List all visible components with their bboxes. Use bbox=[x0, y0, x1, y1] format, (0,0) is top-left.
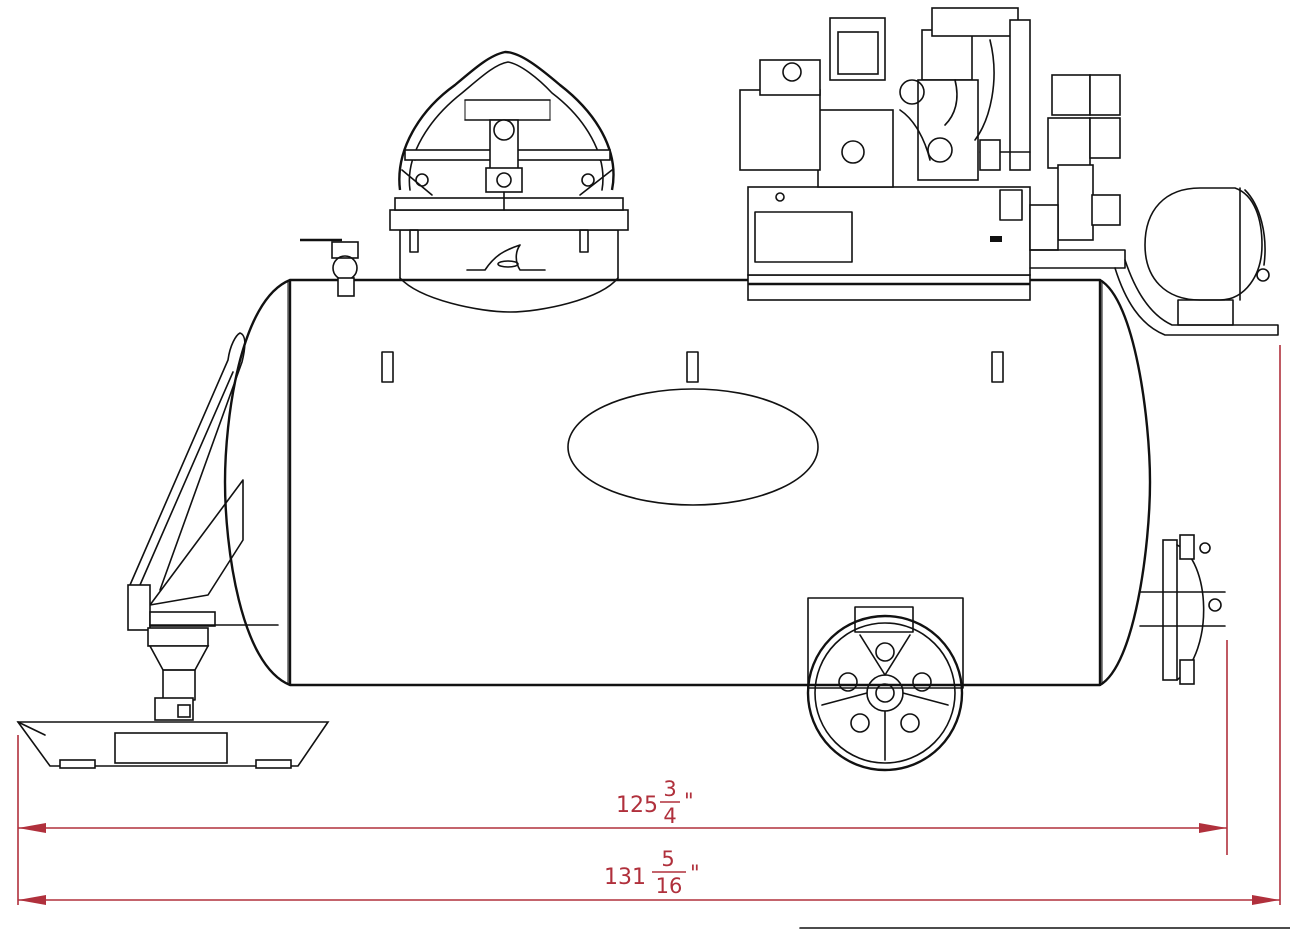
tank-lugs bbox=[381, 351, 1004, 383]
outer-dimension-whole: 131 bbox=[604, 865, 646, 890]
inner-dimension-numerator: 3 bbox=[663, 777, 676, 801]
ball-valve bbox=[300, 238, 359, 297]
reservoir-tank bbox=[1144, 187, 1270, 326]
boom-and-base bbox=[16, 332, 330, 769]
top-hatch-assembly bbox=[389, 50, 629, 313]
inner-dimension-unit: " bbox=[684, 789, 694, 813]
manway-oval bbox=[567, 388, 819, 506]
engine-pump-unit bbox=[739, 7, 1279, 336]
outer-dimension-denominator: 16 bbox=[656, 874, 683, 898]
dimension-overall-length-inner: 125 3 4 " bbox=[17, 640, 1228, 905]
wheel bbox=[806, 597, 964, 772]
outer-dimension-numerator: 5 bbox=[661, 847, 674, 871]
outer-dimension-unit: " bbox=[690, 861, 700, 885]
inner-dimension-denominator: 4 bbox=[663, 804, 676, 828]
rear-door bbox=[1139, 534, 1226, 685]
tank-body bbox=[223, 278, 1152, 687]
dimension-overall-length-outer: 131 5 16 " bbox=[18, 345, 1281, 905]
inner-dimension-whole: 125 bbox=[616, 793, 658, 818]
